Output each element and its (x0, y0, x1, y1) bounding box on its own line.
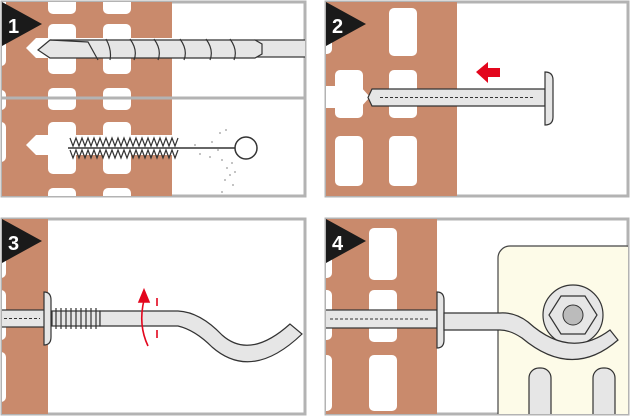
step-badge (326, 219, 366, 263)
insert-direction-arrow-icon (476, 62, 500, 83)
radiator-column (592, 367, 616, 414)
drill-bit-icon (36, 38, 305, 61)
step-4-panel: 4 (324, 217, 630, 416)
cleaning-brush-icon (68, 136, 258, 160)
frame-anchor-icon (367, 71, 554, 126)
step-3-panel: 3 (0, 217, 307, 416)
step-number: 2 (332, 16, 343, 38)
step-1-panel: 1 (0, 0, 307, 198)
step-badge (326, 2, 366, 46)
step-number: 4 (332, 233, 344, 255)
step-number: 3 (8, 233, 19, 255)
dust-particles (194, 129, 236, 193)
step-number: 1 (8, 16, 19, 38)
frame-anchor-icon (326, 284, 619, 361)
step-badge (2, 2, 42, 46)
step-2-panel: 2 (324, 0, 630, 198)
drill-hole (326, 86, 370, 108)
frame-anchor-icon (2, 291, 303, 363)
step-badge (2, 219, 42, 263)
radiator-column (528, 367, 552, 414)
rotate-arrow-icon (137, 287, 158, 347)
